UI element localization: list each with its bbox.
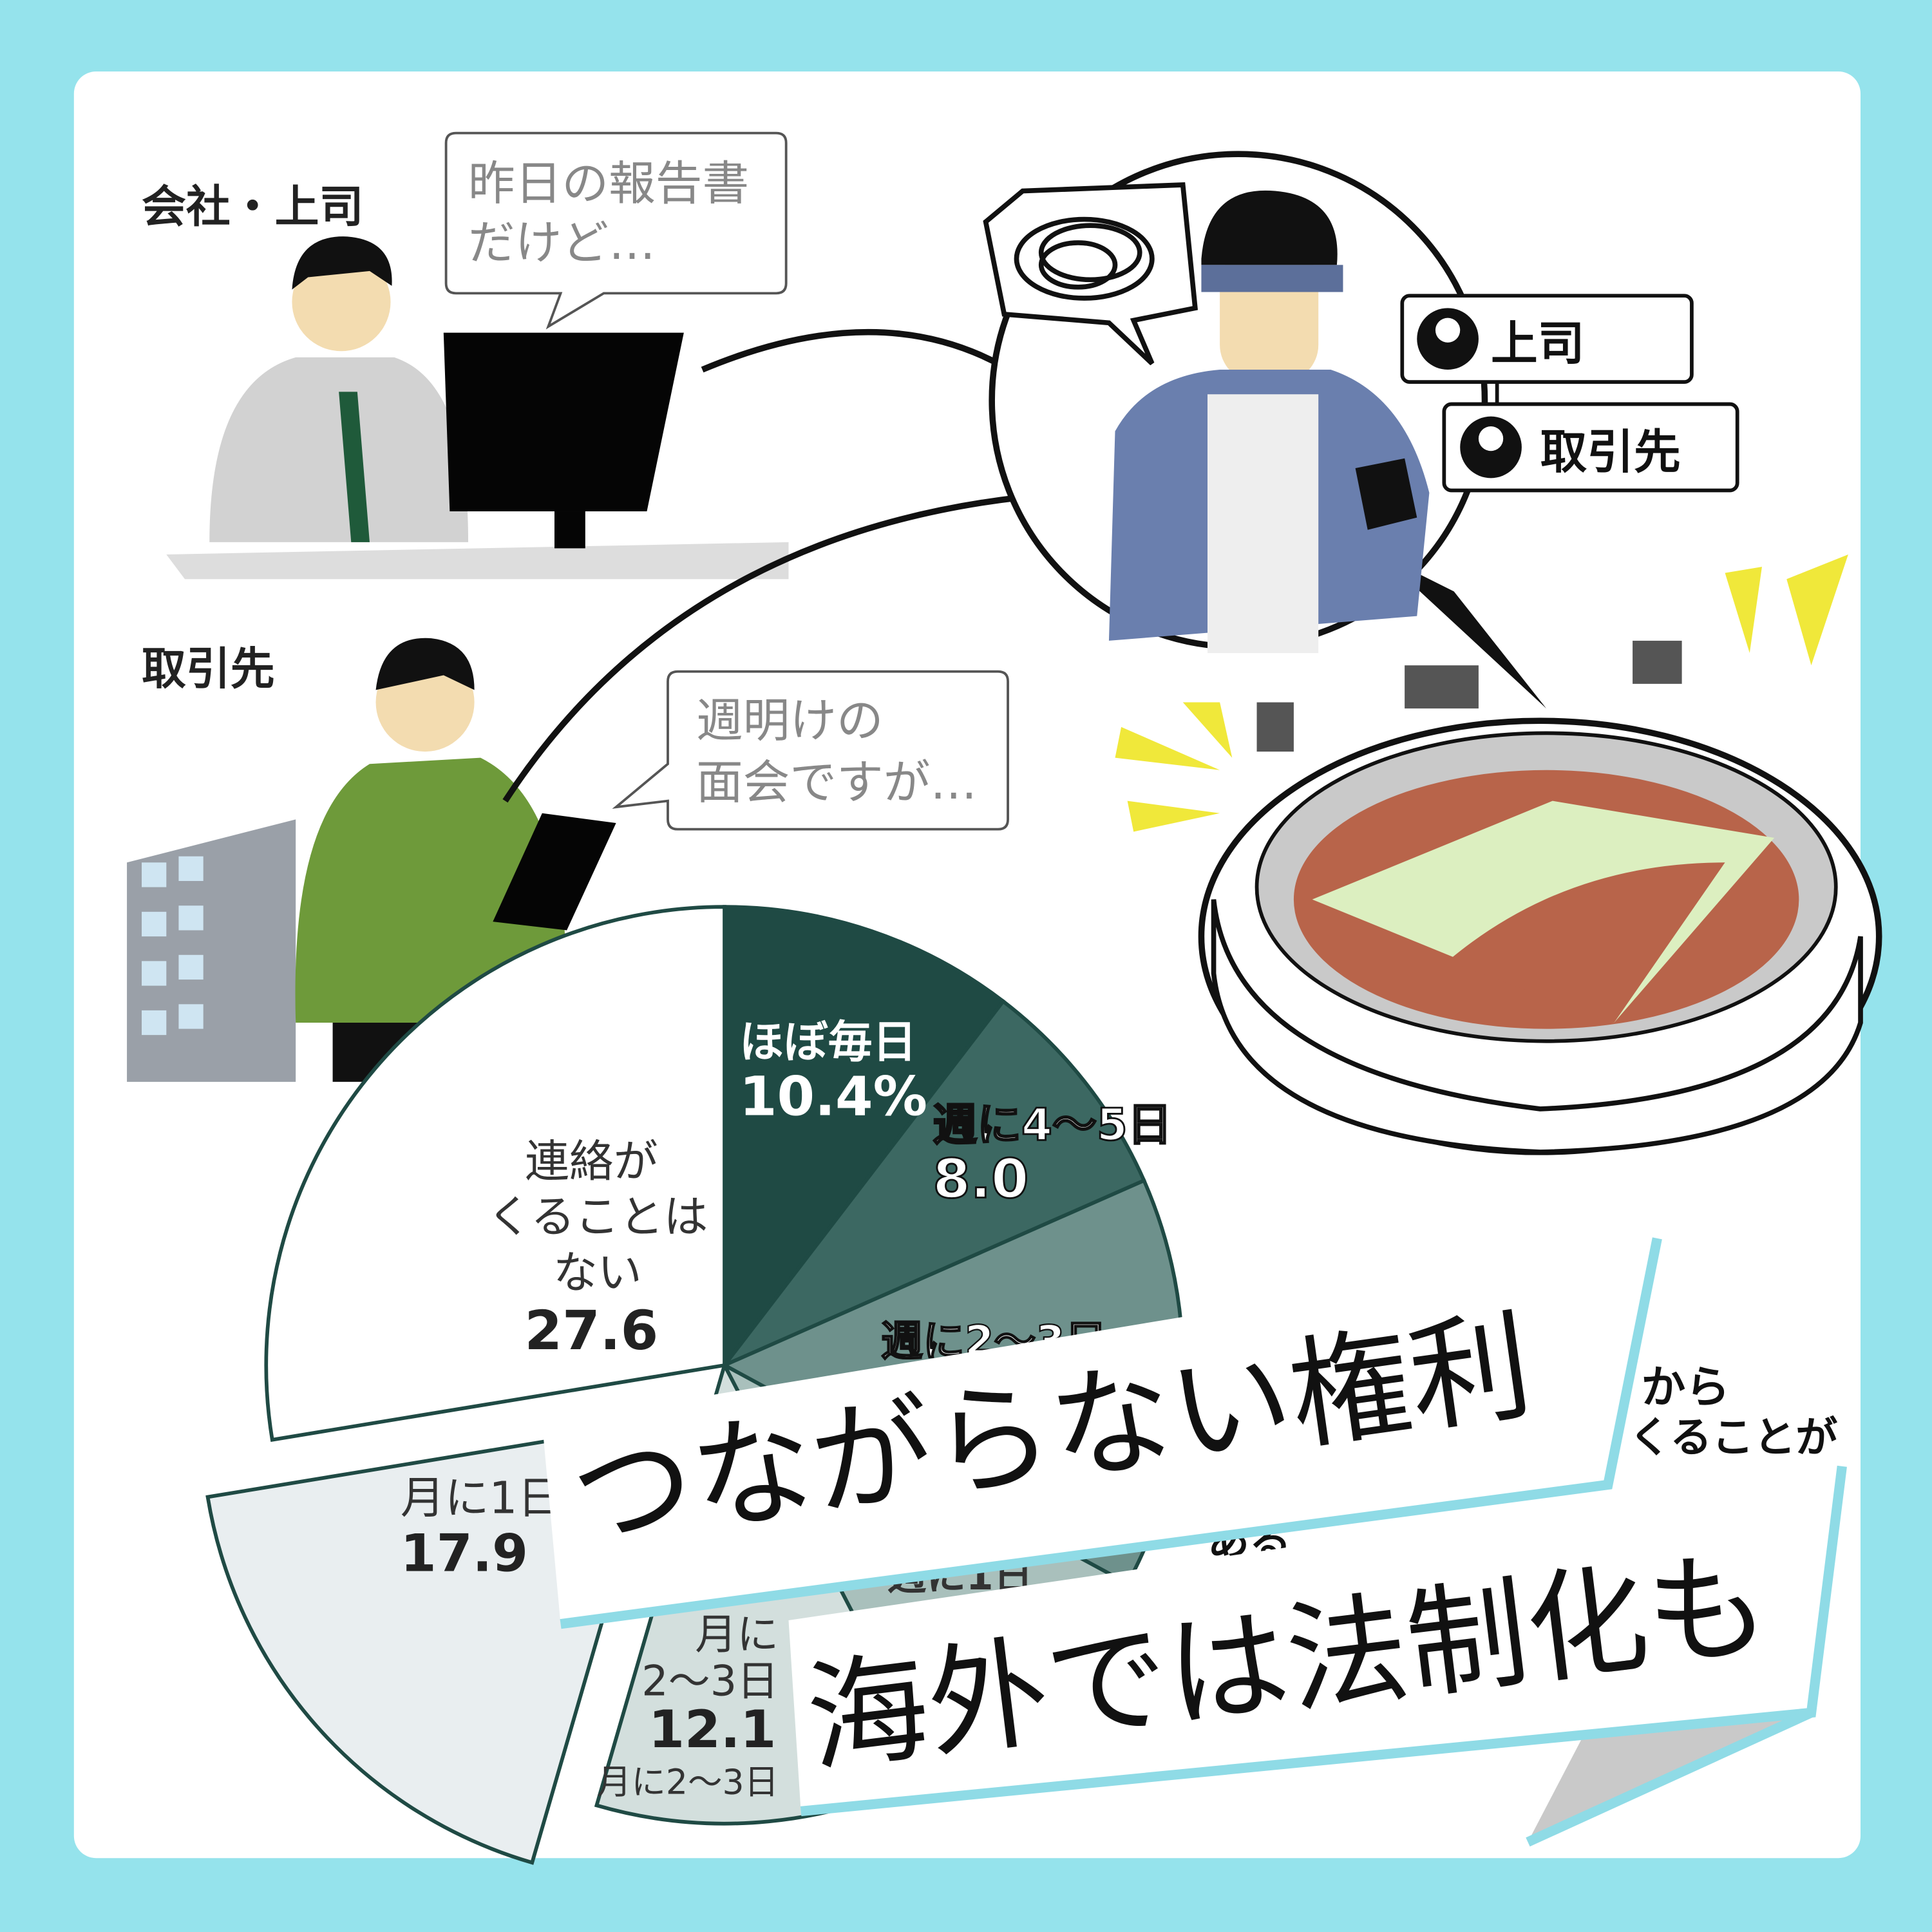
label-none-3: ない	[553, 1247, 642, 1298]
label-w45: 週に4〜5日	[933, 1099, 1171, 1151]
boss-illustration	[166, 236, 789, 580]
pie-title-fragment: から	[1641, 1361, 1730, 1413]
value-daily: 10.4%	[739, 1065, 927, 1128]
boss-bubble-line-1: 昨日の報告書	[468, 157, 749, 211]
boss-speech-bubble: 昨日の報告書 だけど…	[444, 131, 788, 330]
label-m1: 月に1日	[401, 1472, 562, 1524]
boss-bubble-line-2: だけど…	[468, 216, 656, 270]
worker-circle	[989, 151, 1488, 654]
value-none: 27.6	[525, 1299, 659, 1362]
client-speech-bubble: 週明けの 面会ですが…	[612, 670, 1009, 831]
stadium-illustration	[1115, 554, 1882, 1155]
pie-slice	[205, 1420, 663, 1865]
value-m1: 17.9	[401, 1522, 528, 1583]
pie-slice	[264, 905, 726, 1442]
pie-slice	[723, 998, 1147, 1367]
tangled-thought-bubble	[983, 182, 1198, 366]
label-none-1: 連絡が	[525, 1136, 658, 1188]
pie-labels: ほぼ毎日 10.4% 週に4〜5日 8.0 週に2〜3日 週に1日 月に 2〜3…	[401, 1017, 1837, 1803]
pie-title-fragment: くることが	[1629, 1414, 1837, 1462]
pie-slice	[723, 905, 1006, 1371]
label-m23b: 2〜3日	[641, 1658, 779, 1706]
contact-card-client: 取引先	[1442, 402, 1739, 493]
slice-label-m23: 月に2〜3日	[597, 1762, 779, 1803]
label-none-2: くることは	[487, 1191, 708, 1243]
headline-banner-2: 海外では法制化も	[788, 1465, 1847, 1847]
client-bubble-line-1: 週明けの	[696, 694, 884, 748]
client-bubble-line-2: 面会ですが…	[696, 756, 977, 810]
label-m23a: 月に	[695, 1611, 779, 1659]
label-daily: ほぼ毎日	[739, 1017, 916, 1068]
client-illustration	[127, 638, 616, 1082]
value-m23: 12.1	[649, 1699, 776, 1759]
contact-client-label: 取引先	[1540, 426, 1681, 480]
pie-chart	[205, 905, 1185, 1865]
client-label: 取引先	[142, 643, 275, 695]
contact-card-boss: 上司	[1400, 294, 1694, 384]
boss-label: 会社・上司	[142, 181, 363, 232]
value-w45: 8.0	[933, 1148, 1028, 1211]
contact-boss-label: 上司	[1491, 317, 1584, 372]
